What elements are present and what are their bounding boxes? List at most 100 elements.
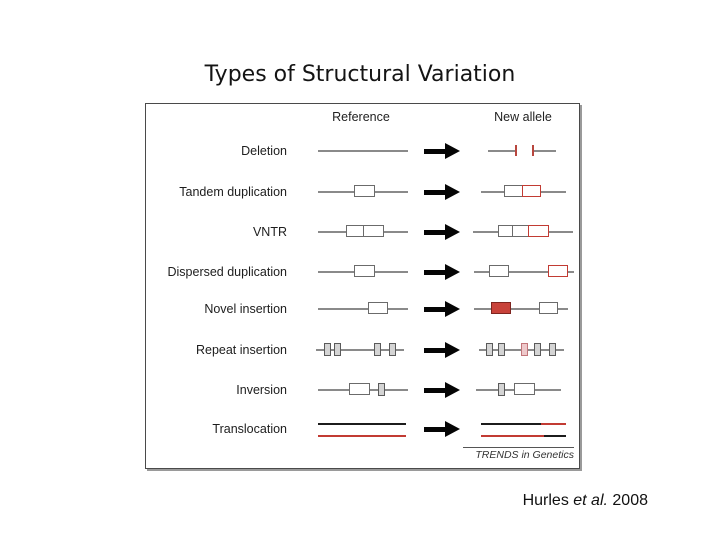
new-allele-diagram [474,297,568,321]
figure-panel: Reference New allele Deletion Tandem dup… [145,103,580,469]
arrow-shaft [424,270,447,275]
arrow-shaft [424,427,447,432]
chromosome-line [316,349,404,351]
repeat-box [374,343,381,356]
row-repeat-insertion: Repeat insertion [146,338,579,362]
chromosome-a-line [318,423,406,425]
gene-box [514,383,535,395]
reference-diagram [318,220,408,244]
gene-box [539,302,558,314]
column-header-new-allele: New allele [494,110,552,124]
new-allele-diagram [488,139,556,163]
dispersed-copy-box-red [548,265,568,277]
deletion-breakpoint-tick [532,145,534,156]
row-tandem-duplication: Tandem duplication [146,180,579,204]
gene-box [349,383,370,395]
arrow-head [445,342,460,358]
chromosome-b-line [481,435,544,437]
arrow-shaft [424,190,447,195]
gene-box [354,185,375,197]
repeat-box [334,343,341,356]
arrow-head [445,421,460,437]
repeat-unit-box [363,225,384,237]
arrow-head [445,184,460,200]
row-label: VNTR [252,225,287,239]
credit-divider [463,447,574,448]
chromosome-line [534,150,556,152]
row-label: Novel insertion [204,302,287,316]
row-deletion: Deletion [146,139,579,163]
arrow-shaft [424,230,447,235]
translocated-segment [544,435,566,437]
arrow-icon [423,143,461,159]
arrow-icon [423,264,461,280]
row-label: Repeat insertion [195,343,287,357]
arrow-icon [423,421,461,437]
gene-box [368,302,388,314]
chromosome-line [318,308,408,310]
chromosome-line [318,150,408,152]
row-novel-insertion: Novel insertion [146,297,579,321]
row-translocation: Translocation [146,417,579,441]
reference-diagram [316,338,404,362]
row-label: Tandem duplication [179,185,287,199]
chromosome-line [474,271,574,273]
arrow-shaft [424,307,447,312]
chromosome-a-line [481,423,541,425]
chromosome-b-line [318,435,406,437]
reference-diagram [318,378,408,402]
arrow-head [445,301,460,317]
reference-diagram [318,180,408,204]
new-allele-diagram [481,180,566,204]
chromosome-line [474,308,568,310]
new-allele-diagram [481,417,566,441]
row-vntr: VNTR [146,220,579,244]
new-allele-diagram [479,338,564,362]
journal-credit: TRENDS in Genetics [475,449,574,461]
repeat-box [534,343,541,356]
arrow-icon [423,342,461,358]
reference-diagram [318,139,408,163]
row-dispersed-duplication: Dispersed duplication [146,260,579,284]
marker-box [498,383,505,396]
arrow-head [445,224,460,240]
gene-box [489,265,509,277]
reference-diagram [318,260,408,284]
row-inversion: Inversion [146,378,579,402]
gene-box [354,265,375,277]
new-allele-diagram [473,220,573,244]
row-label: Inversion [236,383,287,397]
row-label: Deletion [241,144,287,158]
new-allele-diagram [474,260,574,284]
row-label: Dispersed duplication [167,265,287,279]
arrow-icon [423,224,461,240]
arrow-shaft [424,388,447,393]
column-header-reference: Reference [332,110,390,124]
citation-year: 2008 [607,492,648,509]
repeat-box [486,343,493,356]
arrow-head [445,143,460,159]
arrow-icon [423,382,461,398]
repeat-box [324,343,331,356]
arrow-head [445,382,460,398]
new-allele-diagram [476,378,561,402]
inserted-sequence-box-red [491,302,511,314]
arrow-head [445,264,460,280]
inserted-repeat-box-pink [521,343,528,356]
added-repeat-box-red [528,225,549,237]
arrow-icon [423,184,461,200]
translocated-segment [541,423,566,425]
marker-box [378,383,385,396]
arrow-icon [423,301,461,317]
arrow-shaft [424,348,447,353]
citation: Hurles et al. 2008 [523,492,648,510]
arrow-shaft [424,149,447,154]
repeat-box [498,343,505,356]
repeat-box [389,343,396,356]
chromosome-line [488,150,517,152]
slide-title: Types of Structural Variation [204,62,516,87]
reference-diagram [318,297,408,321]
citation-prefix: Hurles [522,492,574,509]
deletion-breakpoint-tick [515,145,517,156]
